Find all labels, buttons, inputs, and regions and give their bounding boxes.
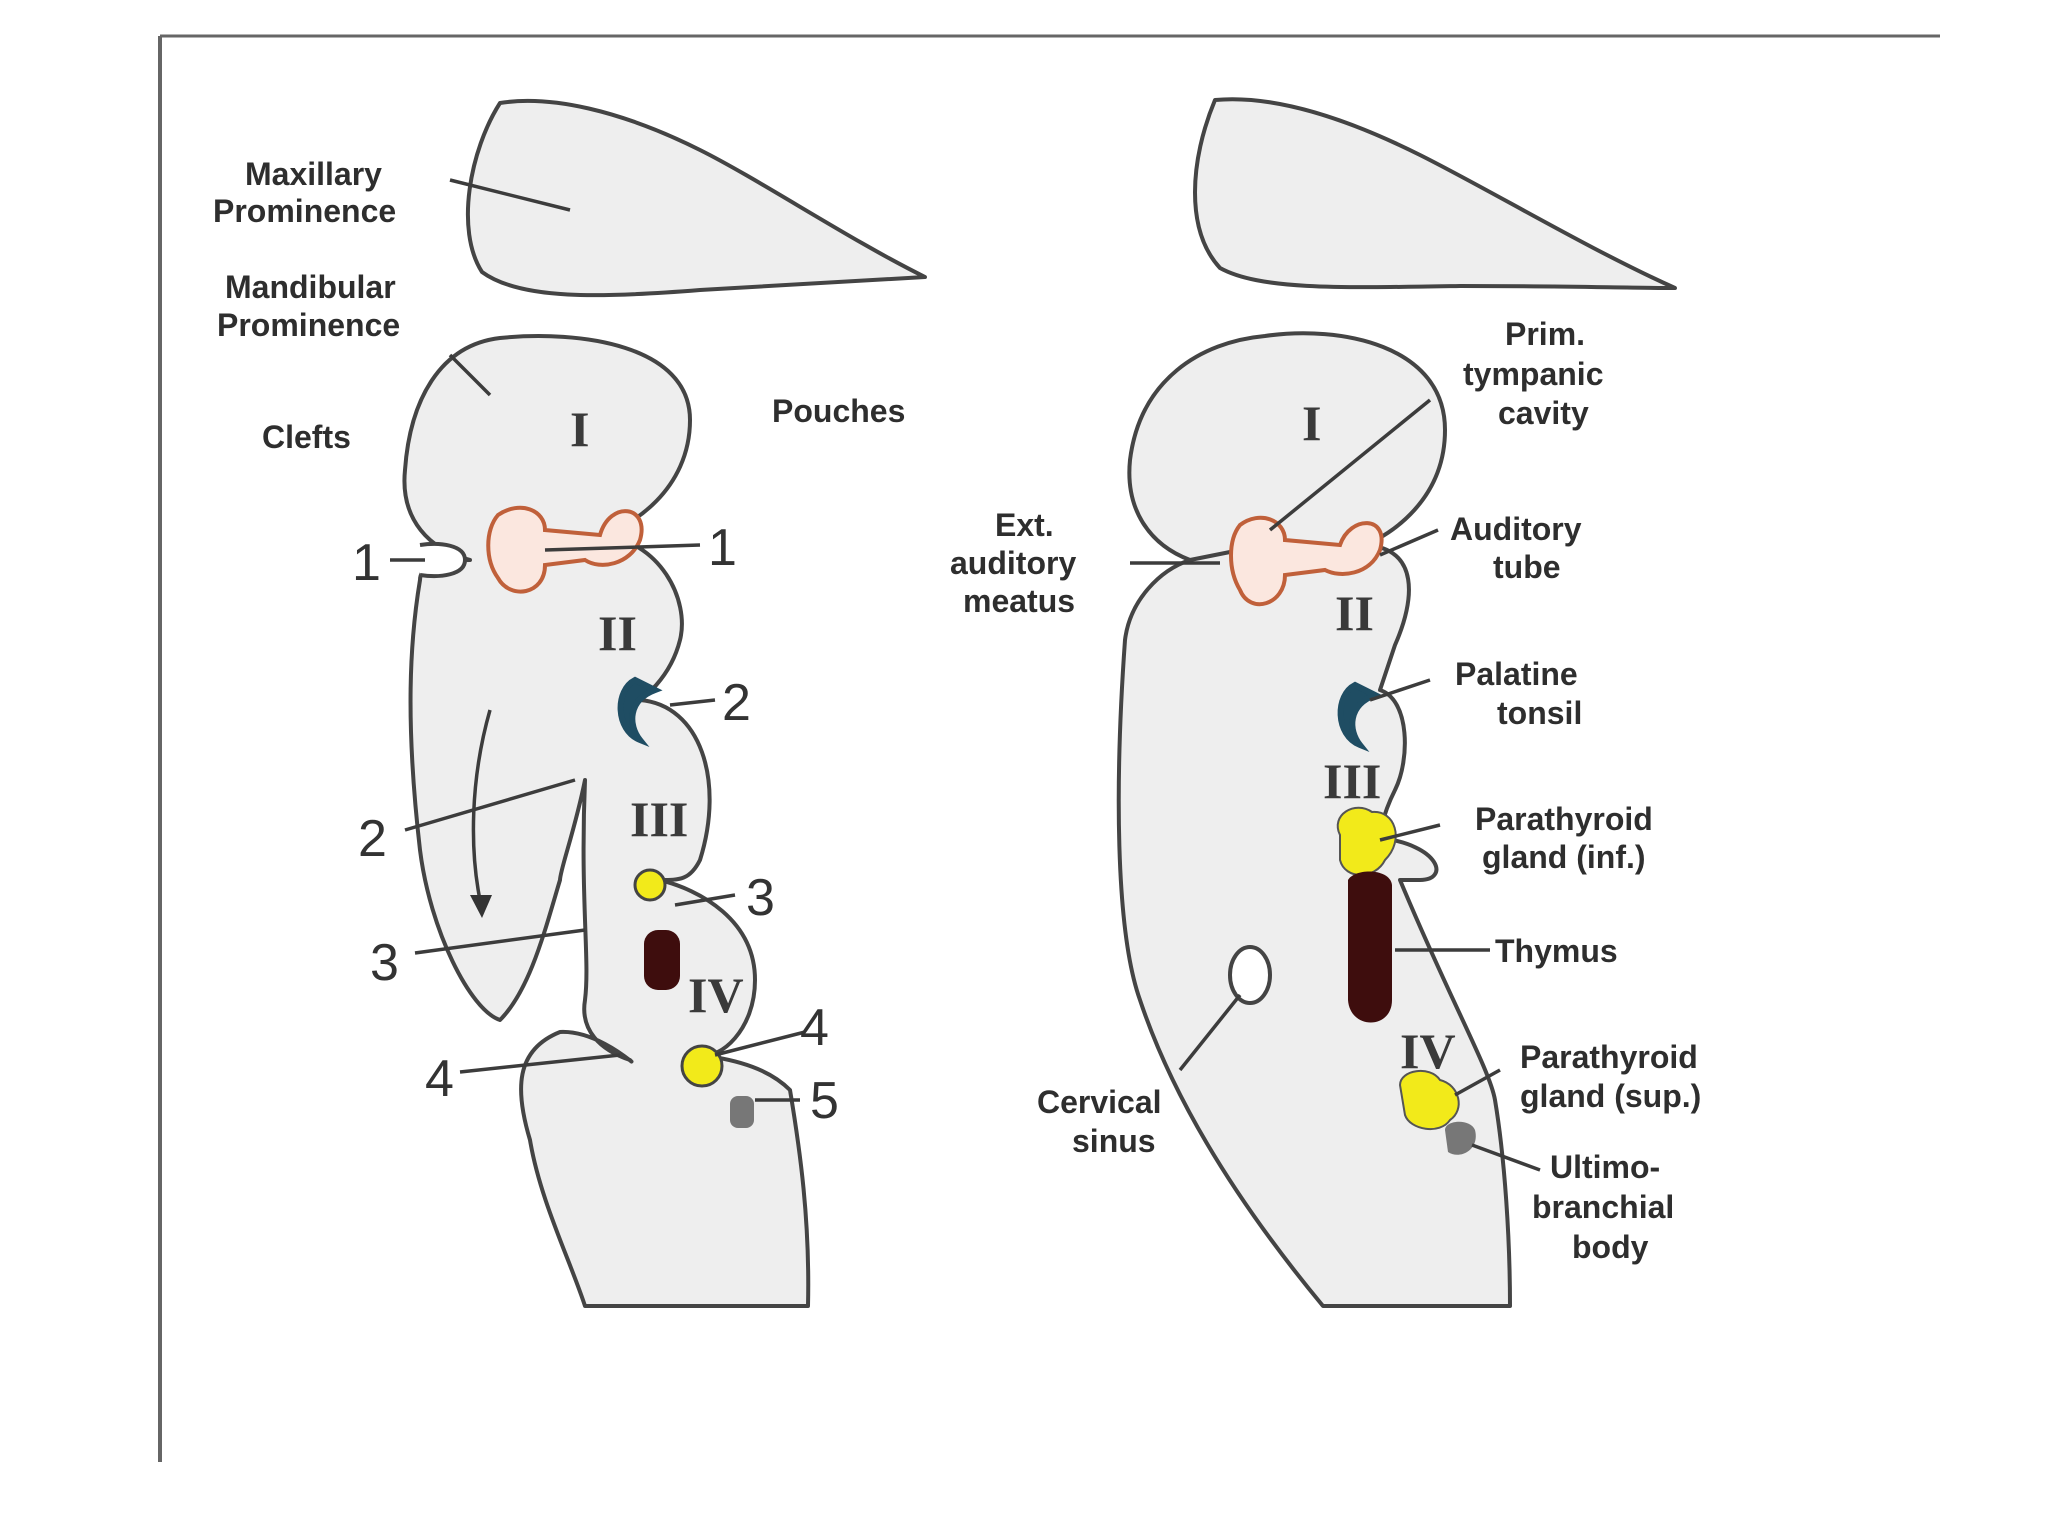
parathyroid-inf-label-2: gland (inf.) <box>1482 839 1646 875</box>
maxillary-label-1: Maxillary <box>245 156 382 192</box>
thymus-label: Thymus <box>1495 933 1618 969</box>
auditory-tube-label-2: tube <box>1493 549 1561 585</box>
auditory-tube-label-1: Auditory <box>1450 511 1582 547</box>
right-arch-body <box>1116 331 1512 1308</box>
left-arch-III: III <box>630 791 688 847</box>
left-pouch-5-ultimobranchial <box>730 1096 754 1128</box>
right-cervical-sinus <box>1228 945 1272 1005</box>
cleft-2-leader <box>404 778 576 832</box>
right-palatine-tonsil <box>1337 681 1383 753</box>
cleft-number-3: 3 <box>370 934 399 992</box>
parathyroid-inf-leader <box>1379 823 1441 842</box>
right-ultimobranchial-body <box>1445 1121 1476 1155</box>
cleft-4-leader <box>459 1053 621 1074</box>
maxillary-leader <box>449 178 571 212</box>
pouch-4-leader <box>714 1030 806 1057</box>
meatus-label-2: auditory <box>950 545 1076 581</box>
pouch-number-5: 5 <box>810 1072 839 1130</box>
right-arch-III: III <box>1323 753 1381 809</box>
left-thymus <box>644 930 680 990</box>
pouch-number-3: 3 <box>746 869 775 927</box>
pouch-number-1: 1 <box>708 519 737 577</box>
parathyroid-inf-label-1: Parathyroid <box>1475 801 1653 837</box>
left-pouch-3-parathyroid <box>633 868 667 902</box>
left-pouch-4-parathyroid <box>680 1044 724 1088</box>
right-first-pouch <box>1229 515 1384 607</box>
pouch-1-leader <box>544 543 701 552</box>
palatine-label-1: Palatine <box>1455 656 1578 692</box>
tympanic-label-1: Prim. <box>1505 316 1585 352</box>
cleft-3-leader <box>414 928 586 955</box>
right-parathyroid-sup <box>1398 1070 1460 1131</box>
palatine-leader <box>1369 678 1431 702</box>
ultimobranchial-label-3: body <box>1572 1229 1649 1265</box>
cleft-number-2: 2 <box>358 810 387 868</box>
ultimobranchial-leader <box>1471 1143 1541 1172</box>
left-arch-IV: IV <box>688 967 744 1023</box>
right-arch-IV: IV <box>1400 1023 1456 1079</box>
right-arch-II: II <box>1335 585 1374 641</box>
pouch-number-4: 4 <box>800 999 829 1057</box>
pouches-label: Pouches <box>772 393 905 429</box>
left-arch-I: I <box>570 401 589 457</box>
mandibular-leader <box>448 353 492 397</box>
right-arch-I: I <box>1302 395 1321 451</box>
cleft-number-1: 1 <box>352 534 381 592</box>
maxillary-label-2: Prominence <box>213 193 396 229</box>
left-maxillary-prominence <box>465 98 927 298</box>
parathyroid-sup-leader <box>1454 1068 1501 1097</box>
parathyroid-sup-label-1: Parathyroid <box>1520 1039 1698 1075</box>
clefts-label: Clefts <box>262 419 351 455</box>
tympanic-label-2: tympanic <box>1463 356 1603 392</box>
left-cleft-1 <box>419 541 468 579</box>
mandibular-label-1: Mandibular <box>225 269 396 305</box>
pouch-number-2: 2 <box>722 674 751 732</box>
left-panel: Maxillary Prominence Mandibular Prominen… <box>213 98 927 1308</box>
cleft-number-4: 4 <box>425 1050 454 1108</box>
tympanic-label-3: cavity <box>1498 395 1589 431</box>
cervical-sinus-label-2: sinus <box>1072 1123 1156 1159</box>
parathyroid-sup-label-2: gland (sup.) <box>1520 1078 1701 1114</box>
pouch-2-leader <box>669 698 716 707</box>
left-arch-body <box>402 334 811 1308</box>
mandibular-label-2: Prominence <box>217 307 400 343</box>
right-panel: I II III IV Prim. tympanic cavity Ext. a… <box>950 97 1701 1308</box>
ultimobranchial-label-2: branchial <box>1532 1189 1674 1225</box>
left-migration-arrowhead <box>470 895 492 918</box>
right-maxillary-prominence <box>1193 97 1677 290</box>
cervical-sinus-leader <box>1178 993 1242 1072</box>
right-thymus <box>1348 871 1392 1023</box>
palatine-label-2: tonsil <box>1497 695 1582 731</box>
ultimobranchial-label-1: Ultimo- <box>1550 1149 1660 1185</box>
meatus-label-3: meatus <box>963 583 1075 619</box>
left-arch-II: II <box>598 605 637 661</box>
left-migration-arrow <box>471 709 492 901</box>
tympanic-leader <box>1268 398 1432 532</box>
left-pouch-2 <box>617 676 663 748</box>
pouch-3-leader <box>674 893 736 907</box>
meatus-label-1: Ext. <box>995 507 1054 543</box>
cervical-sinus-label-1: Cervical <box>1037 1084 1162 1120</box>
auditory-tube-leader <box>1379 528 1439 557</box>
